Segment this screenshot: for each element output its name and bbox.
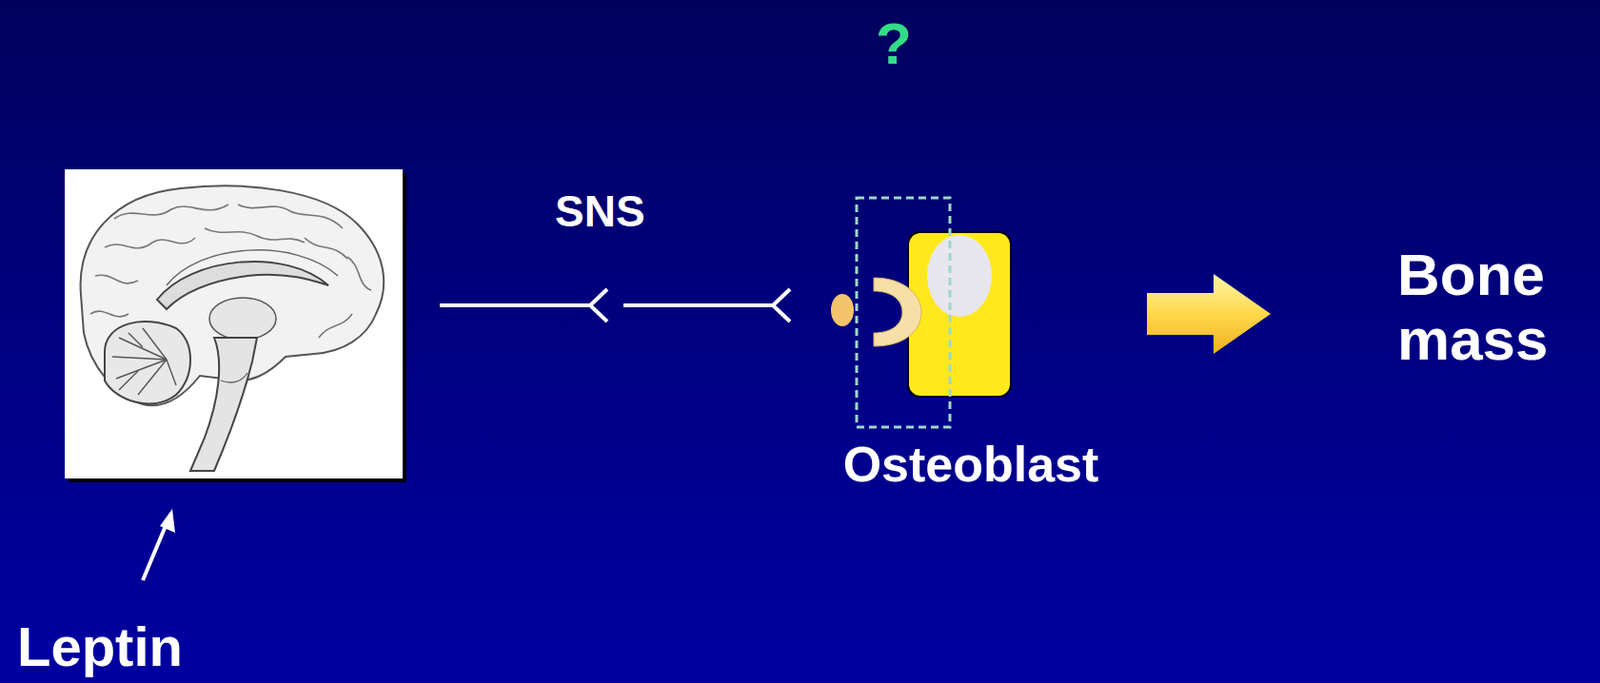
question-mark: ?	[875, 11, 912, 77]
brain-illustration	[64, 169, 407, 483]
leptin-arrow	[142, 509, 176, 581]
ligand-dot	[830, 294, 854, 327]
cell-label: Osteoblast	[843, 437, 1100, 493]
hormone-label: Leptin	[17, 616, 183, 678]
pathway-label: SNS	[554, 187, 646, 237]
sns-pathway	[439, 289, 791, 322]
outcome-label: Bone mass	[1397, 242, 1560, 373]
nucleus	[927, 235, 992, 317]
output-arrow	[1146, 274, 1271, 355]
cell-box	[907, 231, 1012, 398]
